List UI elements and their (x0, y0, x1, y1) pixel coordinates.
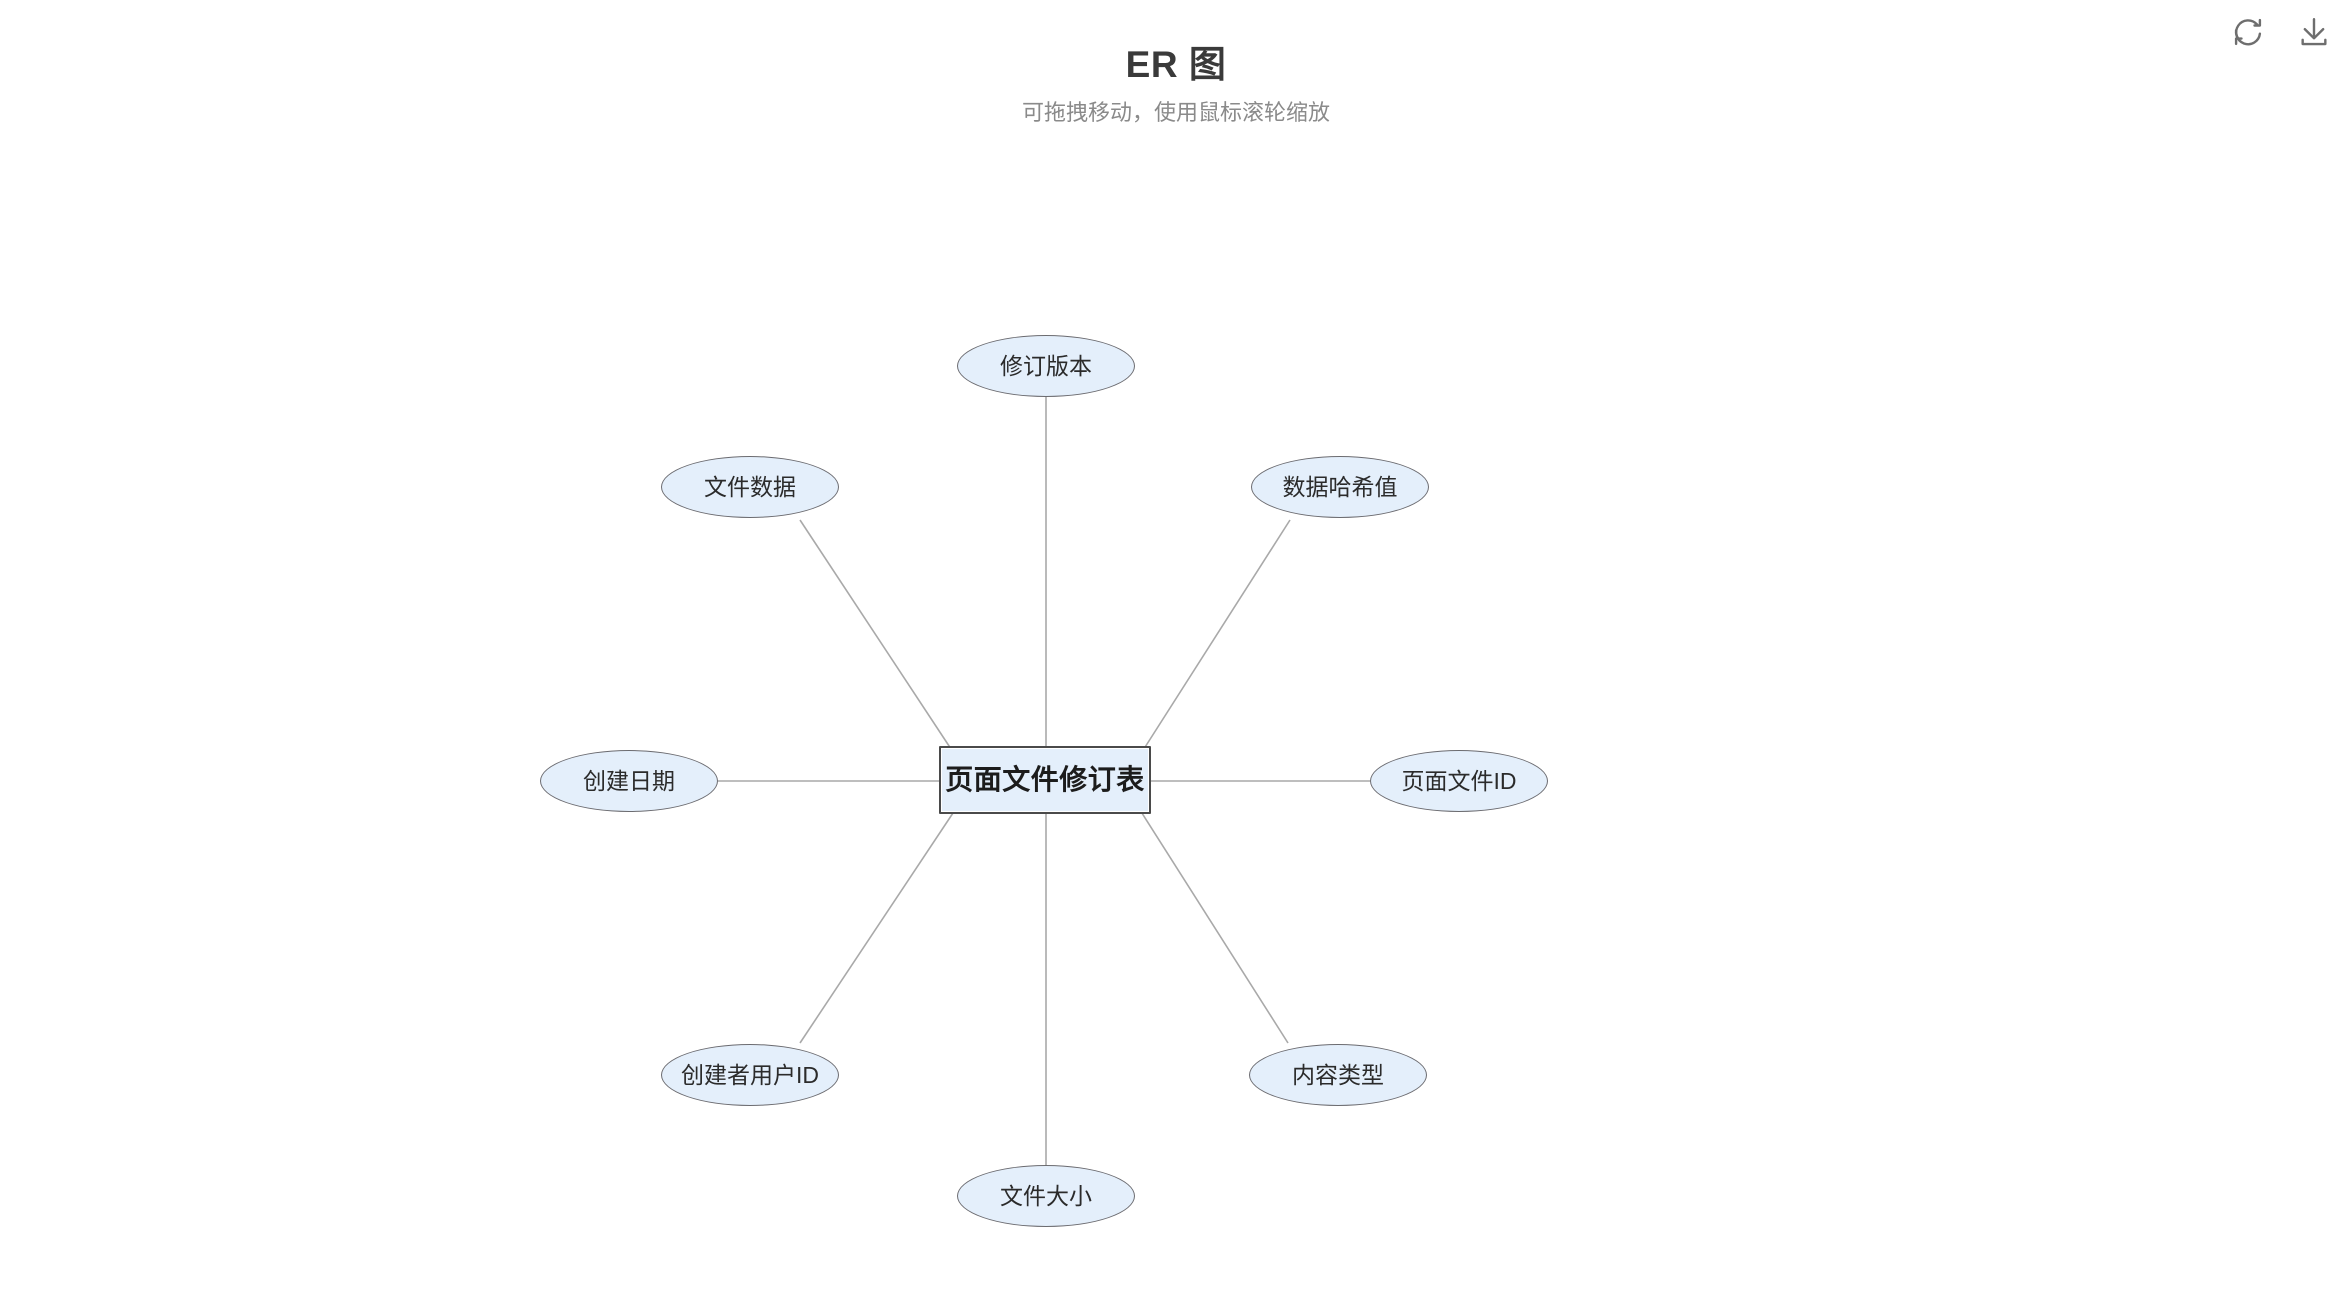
er-attribute-node[interactable]: 文件大小 (957, 1165, 1135, 1227)
er-attribute-label: 内容类型 (1292, 1061, 1384, 1088)
er-edge (799, 809, 956, 1044)
refresh-icon (2231, 15, 2265, 49)
er-attribute-node[interactable]: 创建日期 (540, 750, 718, 812)
er-attribute-label: 页面文件ID (1401, 767, 1517, 794)
er-attribute-label: 修订版本 (1000, 352, 1092, 379)
er-attribute-node[interactable]: 修订版本 (957, 335, 1135, 397)
reset-view-button[interactable] (2228, 12, 2268, 52)
download-icon (2297, 15, 2331, 49)
er-attribute-node[interactable]: 数据哈希值 (1251, 456, 1429, 518)
er-entity-node[interactable]: 页面文件修订表 (939, 746, 1151, 814)
er-edge (799, 519, 956, 756)
er-entity-label: 页面文件修订表 (945, 764, 1145, 795)
er-attribute-node[interactable]: 文件数据 (661, 456, 839, 518)
er-attribute-label: 文件数据 (704, 473, 796, 500)
er-attribute-label: 文件大小 (1000, 1182, 1092, 1209)
er-attribute-node[interactable]: 创建者用户ID (661, 1044, 839, 1106)
er-edge (1139, 809, 1289, 1044)
er-attribute-node[interactable]: 页面文件ID (1370, 750, 1548, 812)
toolbar (2228, 12, 2334, 52)
er-attribute-node[interactable]: 内容类型 (1249, 1044, 1427, 1106)
er-attribute-label: 数据哈希值 (1282, 473, 1398, 500)
er-attribute-label: 创建日期 (583, 767, 675, 794)
er-attribute-label: 创建者用户ID (681, 1061, 819, 1088)
er-edge (1139, 519, 1291, 756)
download-button[interactable] (2294, 12, 2334, 52)
